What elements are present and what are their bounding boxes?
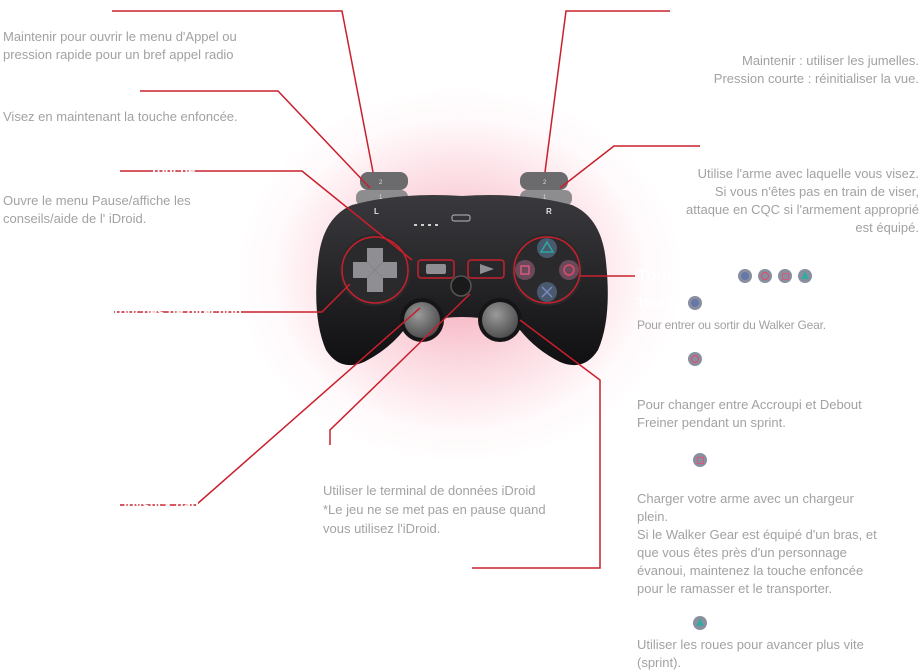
svg-text:1: 1 [543, 195, 547, 201]
circle-icon [757, 269, 772, 283]
triangle-icon [693, 615, 707, 630]
triangle-description: Utiliser les roues pour avancer plus vit… [637, 637, 864, 670]
circle-icon [688, 351, 703, 366]
r-label: R [546, 207, 552, 216]
svg-text:2: 2 [379, 180, 383, 186]
start-description: Utiliser le terminal de données iDroid *… [323, 483, 546, 536]
r2-description: Maintenir : utiliser les jumelles. Press… [713, 53, 919, 86]
left-stick[interactable] [404, 302, 440, 338]
circle-description: Pour changer entre Accroupi et Debout Fr… [637, 397, 862, 430]
right-stick[interactable] [482, 302, 518, 338]
triangle-heading [693, 614, 707, 632]
cross-heading: Touche [637, 295, 703, 310]
l1-description: Visez en maintenant la touche enfoncée. [3, 109, 238, 124]
square-description: Charger votre arme avec un chargeur plei… [637, 491, 877, 596]
svg-text:1: 1 [379, 195, 383, 201]
ps-button[interactable] [450, 275, 472, 297]
svg-text:2: 2 [543, 180, 547, 186]
cross-icon [688, 295, 703, 310]
led-indicators [414, 224, 438, 226]
r2-trigger[interactable] [520, 172, 568, 190]
triangle-icon [797, 269, 812, 283]
circle-subheading: (En Walker) [637, 377, 698, 389]
face-buttons [515, 238, 579, 302]
circle-button[interactable] [559, 260, 579, 280]
cross-icon [737, 269, 752, 283]
select-button[interactable] [426, 264, 446, 274]
dpad[interactable] [353, 248, 397, 292]
l2-description: Maintenir pour ouvrir le menu d'Appel ou… [3, 29, 237, 62]
square-button[interactable] [515, 260, 535, 280]
cross-description: Pour entrer ou sortir du Walker Gear. [637, 318, 826, 332]
usb-port [451, 214, 471, 222]
left-stick-heading: Joystick gauche [120, 497, 222, 512]
l-label: L [374, 207, 379, 216]
select-heading: Touche [150, 163, 196, 178]
l2-trigger[interactable] [360, 172, 408, 190]
r1-description: Utilise l'arme avec laquelle vous visez.… [686, 166, 919, 235]
circle-heading: Touche [637, 351, 703, 366]
callout-lines [112, 10, 700, 569]
triangle-button[interactable] [537, 238, 557, 258]
start-button[interactable] [480, 264, 494, 274]
select-description: Ouvre le menu Pause/affiche les conseils… [3, 193, 191, 226]
face-buttons-heading: Touches [637, 266, 812, 286]
dpad-heading: Touches de direction [112, 304, 242, 319]
square-icon [693, 452, 707, 467]
square-heading [693, 451, 707, 469]
square-icon [777, 269, 792, 283]
